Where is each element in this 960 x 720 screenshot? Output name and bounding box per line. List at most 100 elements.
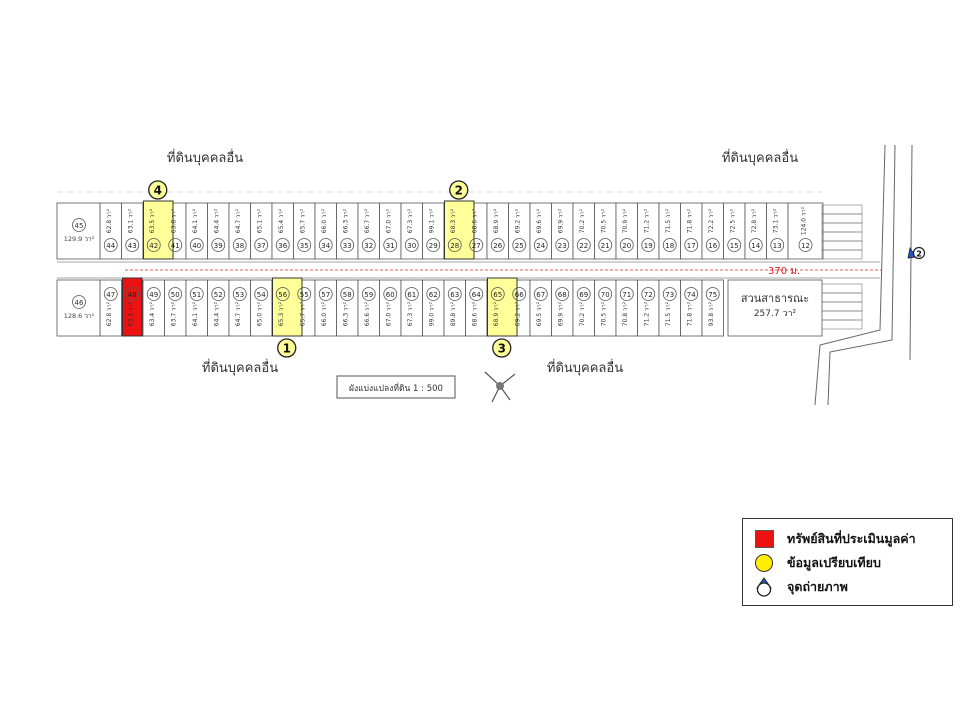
plot-area: 71.2 วา² (643, 301, 650, 326)
plot-number: 21 (601, 242, 610, 250)
plot-number: 13 (773, 242, 782, 250)
plot-number: 74 (687, 291, 696, 299)
plot-number: 50 (171, 291, 180, 299)
plot-area: 65.7 วา² (299, 301, 306, 326)
plot-number-circle (361, 287, 376, 301)
comparable-circle-icon (277, 338, 297, 358)
plot-number: 24 (536, 242, 545, 250)
plot-number-circle (297, 238, 312, 252)
plot-number-circle (211, 238, 226, 252)
plot-number: 67 (536, 291, 545, 299)
plot-number: 38 (235, 242, 244, 250)
plot-number: 66 (515, 291, 524, 299)
plot-number-circle (211, 287, 226, 301)
plot-number: 44 (106, 242, 115, 250)
plot-area: 69.2 วา² (514, 208, 521, 233)
plot-area: 68.9 วา² (493, 301, 500, 326)
plot-number: 27 (472, 242, 481, 250)
comparable-label: 3 (498, 342, 506, 356)
top-plot-36-labels: 36 65.4 วา² (275, 208, 290, 252)
plot-number-circle (232, 287, 247, 301)
camera-point-icon (756, 577, 772, 597)
plot-number-circle (705, 287, 720, 301)
bottom-plot-72-labels: 72 71.2 วา² (641, 287, 656, 326)
legend-photo-point-label: จุดถ่ายภาพ (787, 579, 848, 594)
plot-area: 66.3 วา² (342, 301, 349, 326)
plot-number-circle (361, 238, 376, 252)
plot-number: 63 (450, 291, 459, 299)
comparable-marker-1: 1 (277, 338, 297, 358)
plot-number-circle (383, 287, 398, 301)
plot-number-circle (340, 287, 355, 301)
plot-area: 65.7 วา² (299, 208, 306, 233)
map-legend: ทรัพย์สินที่ประเมินมูลค่า ข้อมูลเปรียบเท… (742, 518, 953, 606)
plot-number: 18 (665, 242, 674, 250)
small-parcel (821, 283, 863, 294)
other-land-label: ที่ดินบุคคลอื่น (202, 359, 278, 376)
scale-label: ผังแบ่งแปลงที่ดิน 1 : 500 (349, 382, 443, 394)
plot-boundary (787, 202, 824, 260)
scale-border (336, 375, 456, 399)
bottom-plot-58-labels: 58 66.3 วา² (340, 287, 355, 326)
plot-number-circle (641, 238, 656, 252)
plot-area: 72.5 วา² (729, 208, 736, 233)
plot-number-circle (469, 287, 484, 301)
plot-number: 31 (386, 242, 395, 250)
small-parcel (821, 319, 863, 330)
plot-area: 64.7 วา² (235, 301, 242, 326)
plot-area: 70.8 วา² (622, 301, 629, 326)
legend-photo-point: จุดถ่ายภาพ (753, 575, 952, 599)
plot-number-circle (619, 238, 634, 252)
plot-number-circle (490, 287, 505, 301)
plot-area: 69.2 วา² (514, 301, 521, 326)
plot-number: 14 (751, 242, 760, 250)
comparable-circle-icon (449, 180, 469, 200)
plot-area: 67.0 วา² (385, 208, 392, 233)
plot-number-circle (275, 287, 290, 301)
plot-number-circle (598, 238, 613, 252)
main-road-lines (814, 144, 913, 406)
plot-number: 36 (278, 242, 287, 250)
plot-number: 55 (300, 291, 309, 299)
plot-number: 72 (644, 291, 653, 299)
plot-number: 16 (708, 242, 717, 250)
plot-boundary (56, 279, 101, 337)
plot-area: 65.4 วา² (278, 208, 285, 233)
plot-area: 66.6 วา² (364, 301, 371, 326)
plot-number-circle (426, 287, 441, 301)
plot-number-circle (770, 238, 785, 252)
plot-area: 65.3 วา² (278, 301, 285, 326)
bottom-plot-75 (701, 279, 724, 337)
plot-number: 61 (407, 291, 416, 299)
plot-area: 66.3 วา² (342, 208, 349, 233)
plot-number-circle (490, 238, 505, 252)
plot-number: 75 (708, 291, 717, 299)
plot-area: 72.8 วา² (751, 208, 758, 233)
plot-boundary (701, 279, 724, 337)
plot-number-circle (189, 238, 204, 252)
plot-number-circle (798, 238, 813, 252)
plot-number: 29 (429, 242, 438, 250)
plot-area: 63.8 วา² (170, 208, 177, 233)
plot-number: 58 (343, 291, 352, 299)
legend-comparable: ข้อมูลเปรียบเทียบ (753, 551, 952, 575)
